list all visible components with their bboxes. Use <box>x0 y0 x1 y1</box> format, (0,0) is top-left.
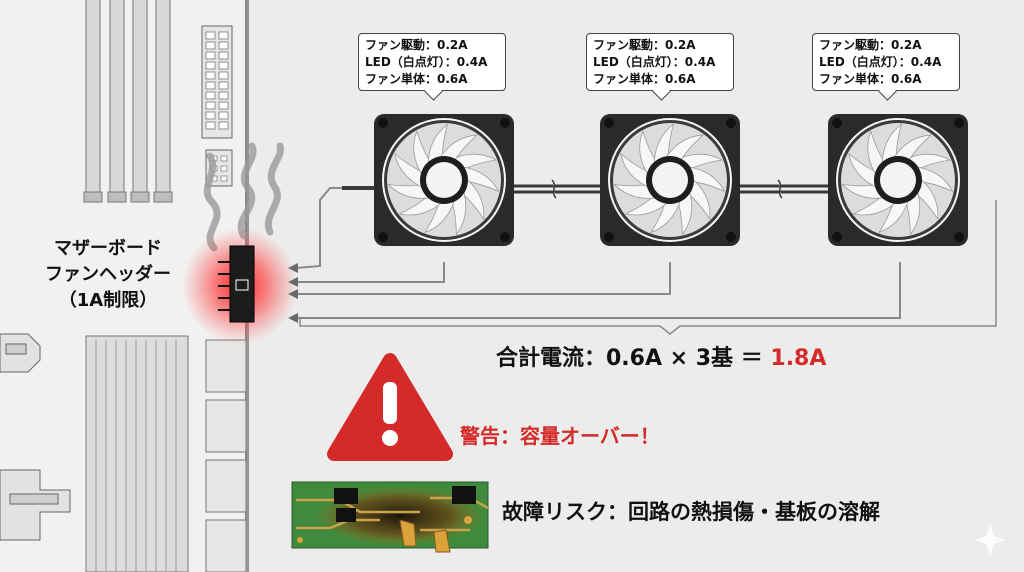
daisy-chain-cables <box>342 184 830 194</box>
fan-header-label-line2: ファンヘッダー <box>45 264 171 285</box>
fan-header <box>218 245 255 323</box>
risk-text: 故障リスク：回路の熱損傷・基板の溶解 <box>502 500 880 524</box>
fan-2-drive-current: ファン駆動：0.2A <box>593 38 696 52</box>
total-current-formula: 合計電流：0.6A × 3基 ＝ <box>496 346 771 371</box>
total-current-value: 1.8A <box>770 346 827 371</box>
fan-3-callout: ファン駆動：0.2A LED（白点灯）：0.4A ファン単体：0.6A <box>812 33 960 91</box>
fan-1-callout: ファン駆動：0.2A LED（白点灯）：0.4A ファン単体：0.6A <box>358 33 506 91</box>
arrow-heads <box>288 263 298 323</box>
burnt-pcb-icon <box>291 481 489 553</box>
fan-2-callout: ファン駆動：0.2A LED（白点灯）：0.4A ファン単体：0.6A <box>586 33 734 91</box>
warning-triangle-icon <box>327 353 453 461</box>
io-bracket <box>0 333 71 541</box>
fan-3 <box>828 114 968 246</box>
fan-header-label-line1: マザーボード <box>54 238 162 259</box>
fan-3-unit-current: ファン単体：0.6A <box>819 72 922 86</box>
fan-header-label: マザーボード ファンヘッダー （1A制限） <box>8 236 208 314</box>
total-current: 合計電流：0.6A × 3基 ＝ 1.8A <box>496 340 826 372</box>
heatsink <box>85 335 189 572</box>
vrm-components <box>205 339 247 572</box>
smoke-icon <box>203 142 284 252</box>
fan-3-drive-current: ファン駆動：0.2A <box>819 38 922 52</box>
sum-bracket <box>299 318 997 335</box>
fans <box>374 114 968 246</box>
fan-3-led-current: LED（白点灯）：0.4A <box>819 55 942 69</box>
warning-text: 警告：容量オーバー！ <box>460 424 660 448</box>
fan-1-unit-current: ファン単体：0.6A <box>365 72 468 86</box>
sparkle-icon <box>974 524 1006 556</box>
fan-1-drive-current: ファン駆動：0.2A <box>365 38 468 52</box>
ram-slots <box>83 0 173 203</box>
fan-2 <box>600 114 740 246</box>
fan-1 <box>374 114 514 246</box>
fan-1-led-current: LED（白点灯）：0.4A <box>365 55 488 69</box>
atx-24pin-connector <box>201 25 233 139</box>
fan-header-label-line3: （1A制限） <box>58 290 158 311</box>
fan-2-unit-current: ファン単体：0.6A <box>593 72 696 86</box>
fan-2-led-current: LED（白点灯）：0.4A <box>593 55 716 69</box>
